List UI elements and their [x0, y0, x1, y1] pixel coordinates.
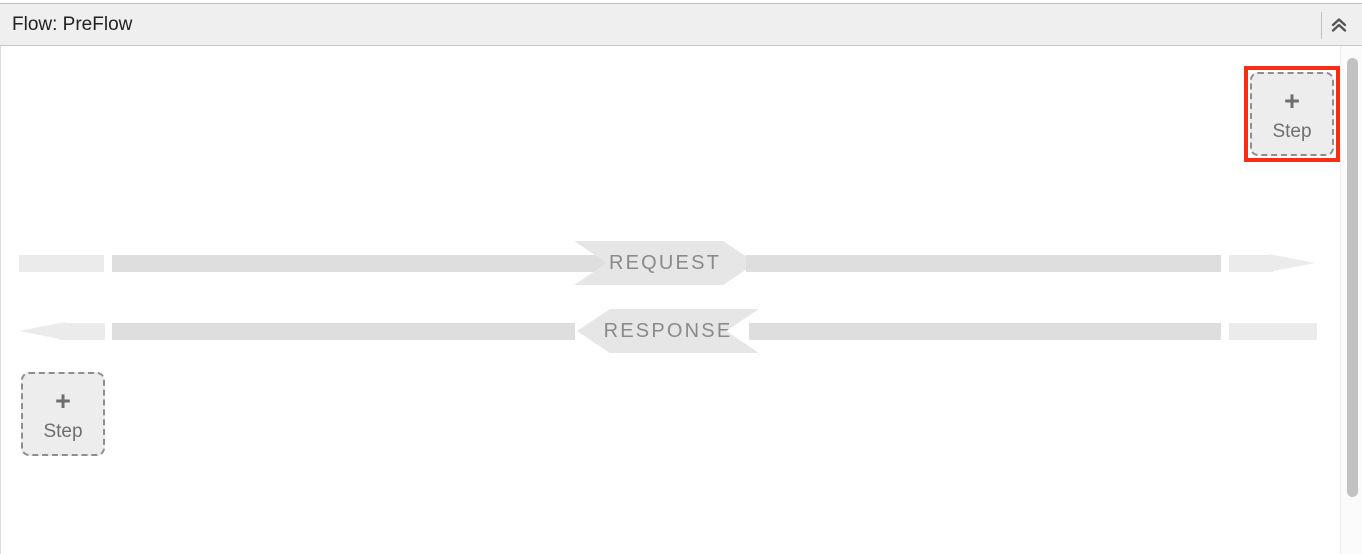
- add-request-step-label: Step: [1272, 120, 1312, 142]
- response-flow-row: RESPONSE: [1, 309, 1331, 353]
- vertical-scrollbar[interactable]: [1340, 46, 1362, 554]
- arrow-right-icon: [1269, 254, 1315, 272]
- response-banner-label: RESPONSE: [603, 320, 733, 342]
- plus-icon: +: [55, 385, 71, 416]
- response-segment-right: [749, 323, 1221, 340]
- header-divider: [1321, 12, 1322, 39]
- request-banner-label: REQUEST: [608, 252, 722, 274]
- add-response-step-label: Step: [43, 420, 83, 442]
- plus-icon: +: [1284, 85, 1300, 116]
- response-banner: RESPONSE: [577, 309, 759, 353]
- add-response-step-button[interactable]: + Step: [21, 372, 105, 456]
- scrollbar-thumb[interactable]: [1347, 58, 1358, 497]
- add-request-step-button[interactable]: + Step: [1250, 72, 1334, 156]
- response-segment-left: [112, 323, 575, 340]
- flow-canvas: REQUEST RESPONSE + Step + Step: [0, 46, 1362, 554]
- request-segment-start: [19, 255, 104, 272]
- request-arrow-tail: [1229, 255, 1273, 272]
- response-arrow-tail: [59, 323, 105, 340]
- page-title: Flow: PreFlow: [12, 14, 133, 35]
- request-segment-left: [112, 255, 632, 272]
- double-chevron-up-icon: [1329, 15, 1349, 35]
- request-flow-row: REQUEST: [1, 241, 1331, 285]
- collapse-panel-button[interactable]: [1322, 4, 1356, 46]
- request-segment-right: [746, 255, 1221, 272]
- response-segment-end: [1229, 323, 1317, 340]
- panel-header: Flow: PreFlow: [0, 3, 1362, 46]
